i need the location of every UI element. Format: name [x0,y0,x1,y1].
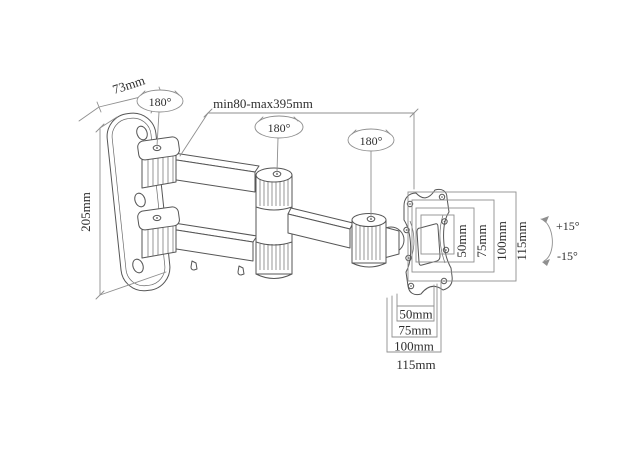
vesa-vertical-label-115mm: 115mm [514,221,529,260]
wall-knuckle-upper [137,136,180,189]
swivel-indicator-1: 180° [136,89,184,147]
vesa-horizontal-label-115mm: 115mm [396,357,435,372]
tilt-arrow-up [541,216,549,223]
wall-screw-hole [132,258,144,274]
wall-screw-hole [134,192,146,208]
label-tilt-up: +15° [556,219,580,233]
dimension-extension-range: min80-max395mm [179,96,419,190]
dimension-wall-plate-height: 205mm [78,116,167,300]
vesa-center-opening [416,223,441,266]
vesa-vertical-dimensions: 50mm 75mm 100mm 115mm [407,191,529,282]
label-73mm: 73mm [110,72,146,97]
swivel-indicator-3: 180° [347,128,395,218]
label-swivel-1: 180° [149,95,172,109]
tilt-indicator: +15° -15° [540,216,580,266]
label-swivel-2: 180° [268,121,291,135]
wall-knuckle-lower [137,206,180,259]
lower-arm [169,222,258,276]
swivel-indicator-2: 180° [254,115,304,173]
tilt-joint [351,213,405,268]
label-205mm: 205mm [78,192,93,232]
vesa-vertical-label-75mm: 75mm [474,224,489,257]
label-tilt-down: -15° [557,249,578,263]
wall-screw-hole [136,125,148,141]
vesa-horizontal-label-100mm: 100mm [394,339,434,354]
label-extension-range: min80-max395mm [213,96,313,111]
vesa-horizontal-label-50mm: 50mm [399,307,432,322]
forearm [287,207,354,249]
vesa-plate [403,188,453,296]
cable-clip [237,265,245,276]
vesa-vertical-label-100mm: 100mm [494,221,509,261]
vesa-horizontal-dimensions: 50mm 75mm 100mm 115mm [386,281,442,372]
upper-arm [169,152,260,193]
vesa-vertical-label-50mm: 50mm [454,224,469,257]
vesa-horizontal-label-75mm: 75mm [398,323,431,338]
label-swivel-3: 180° [360,134,383,148]
tilt-arrow-down [542,259,550,266]
cable-clip [190,260,198,271]
elbow-joint [255,167,293,279]
